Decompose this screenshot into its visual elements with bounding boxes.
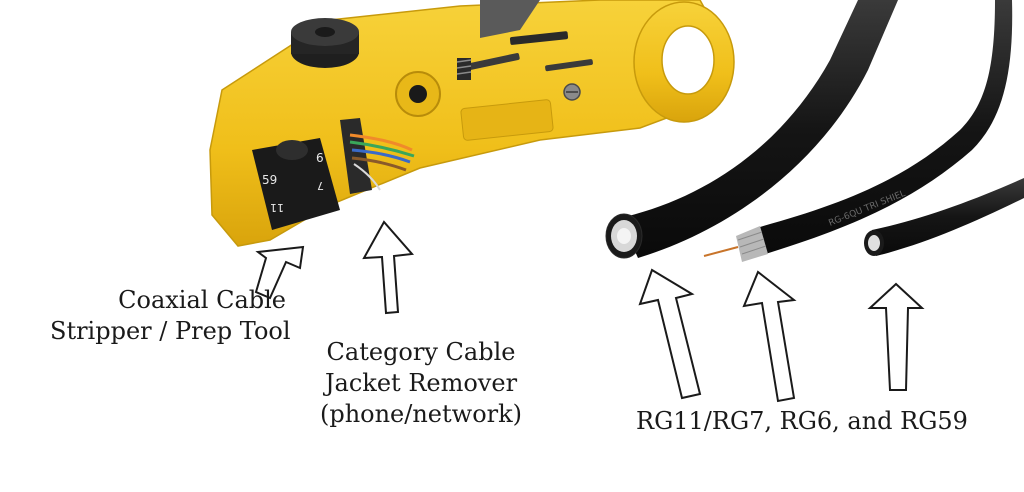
category-label-line3: (phone/network) xyxy=(319,400,523,428)
coax-die-block: 59 6 11 7 xyxy=(252,138,340,230)
coax-stripper-label: Coaxial Cable Stripper / Prep Tool xyxy=(50,285,291,347)
rg6-exposed-shield xyxy=(703,226,768,262)
coax-label-line2: Stripper / Prep Tool xyxy=(50,317,291,345)
spring-icon xyxy=(456,58,472,80)
category-label-line1: Category Cable xyxy=(326,338,516,366)
arrow-category-icon xyxy=(362,220,415,315)
arrow-rg6-icon xyxy=(742,270,797,403)
die-label-11: 11 xyxy=(270,201,284,214)
arrow-coax-icon xyxy=(254,245,305,300)
cable-types-line1: RG11/RG7, RG6, and RG59 xyxy=(636,407,968,435)
die-label-59: 59 xyxy=(262,173,277,187)
die-label-7: 7 xyxy=(317,179,324,192)
category-remover-label: Category Cable Jacket Remover (phone/net… xyxy=(316,337,526,430)
arrow-rg11-icon xyxy=(638,268,702,400)
category-label-line2: Jacket Remover xyxy=(324,369,518,397)
adjustment-knob-icon xyxy=(291,18,359,68)
die-label-6: 6 xyxy=(316,151,324,165)
cable-stripper-tool: 59 6 11 7 xyxy=(209,0,735,247)
arrow-rg59-icon xyxy=(867,282,925,391)
category-cable-slot xyxy=(340,118,415,194)
coax-label-line1: Coaxial Cable xyxy=(118,286,286,314)
cable-types-label: RG11/RG7, RG6, and RG59 xyxy=(636,406,968,437)
